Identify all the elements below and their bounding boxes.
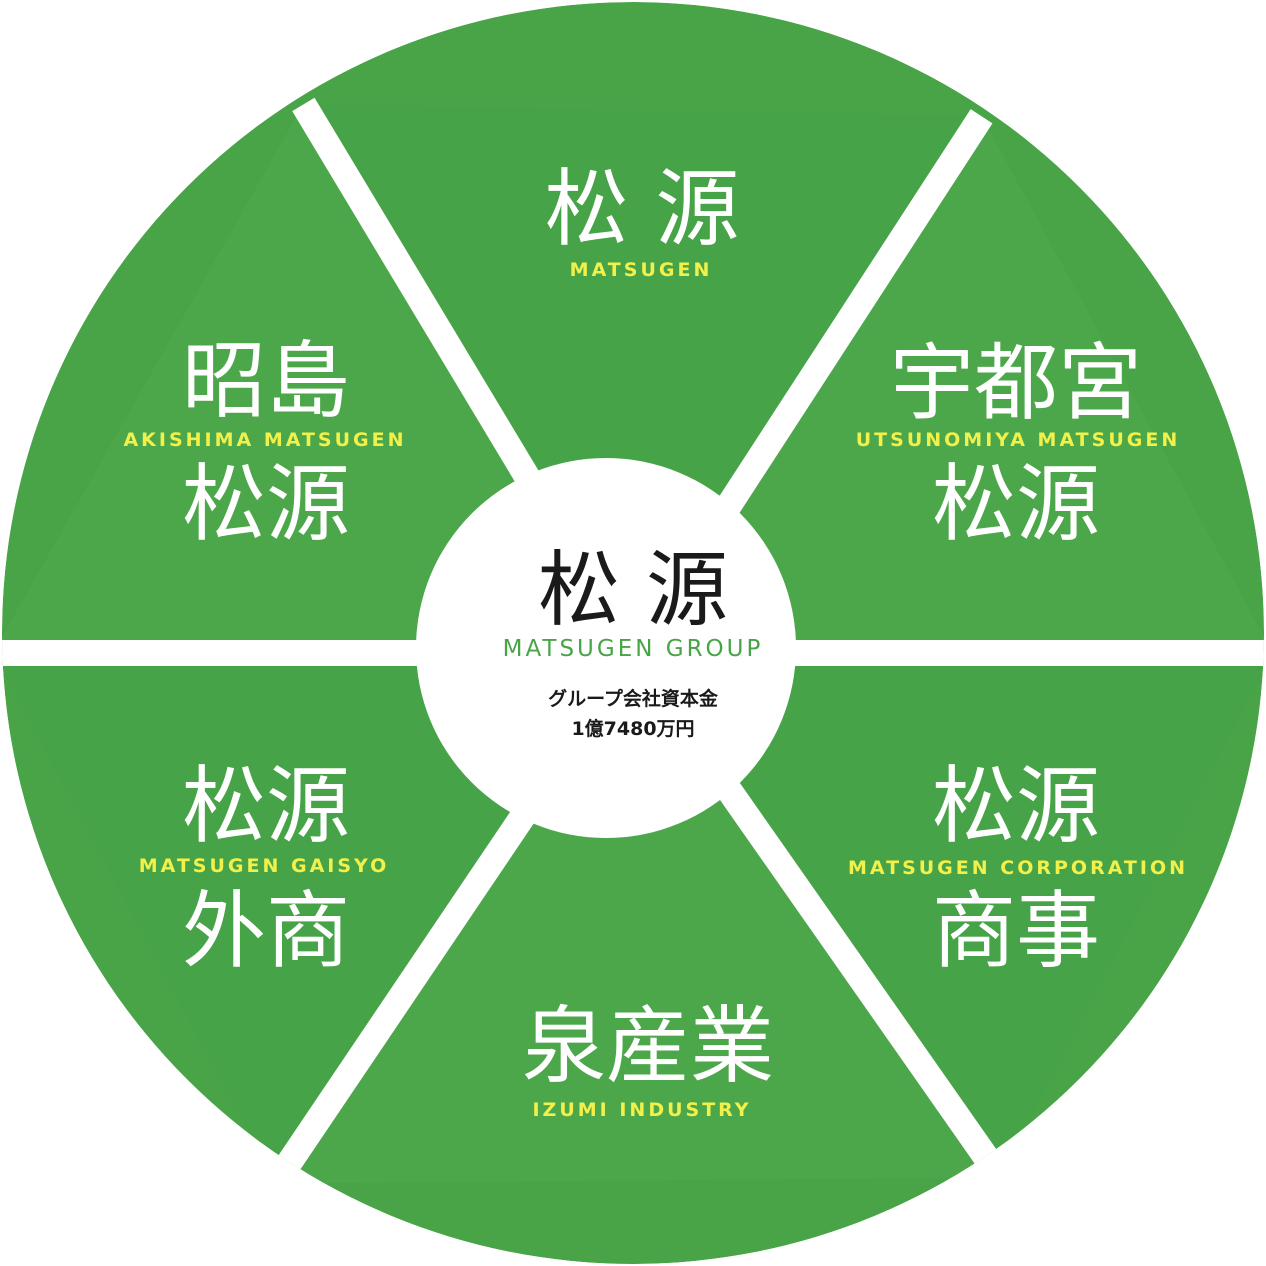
center-hub: 松 源 MATSUGEN GROUP グループ会社資本金 1億7480万円 — [416, 458, 796, 838]
group-capital-label: グループ会社資本金 — [548, 687, 719, 710]
segment-matsugen-gaisyo: 松源 MATSUGEN GAISYO 外商 — [139, 757, 390, 980]
segment-utsunomiya-name-line2: 松源 — [932, 455, 1100, 553]
segment-shade — [633, 653, 1264, 1178]
segment-matsugen: 松 源 MATSUGEN — [545, 160, 740, 281]
segment-corporation-name-en: MATSUGEN CORPORATION — [848, 857, 1188, 879]
center-hub-circle — [416, 458, 796, 838]
center-group-name: 松 源 — [538, 543, 728, 638]
segment-shade — [275, 653, 1001, 1184]
segment-akishima-name-line2: 松源 — [182, 455, 350, 553]
segment-izumi-industry: 泉産業 IZUMI INDUSTRY — [522, 997, 774, 1121]
segment-corporation-name-line1: 松源 — [932, 757, 1100, 855]
segment-gaisyo-name-line2: 外商 — [182, 882, 350, 980]
segment-gaisyo-name-en: MATSUGEN GAISYO — [139, 855, 390, 877]
segment-utsunomiya-matsugen: 宇都宮 UTSUNOMIYA MATSUGEN 松源 — [856, 334, 1180, 553]
segment-akishima-matsugen: 昭島 AKISHIMA MATSUGEN 松源 — [123, 332, 406, 553]
segment-corporation-name-line2: 商事 — [932, 882, 1100, 980]
segment-gaisyo-name-line1: 松源 — [182, 757, 350, 855]
segment-utsunomiya-name-line1: 宇都宮 — [890, 334, 1142, 432]
segment-shade — [2, 653, 633, 1184]
segment-izumi-name: 泉産業 — [522, 997, 774, 1095]
group-capital-value: 1億7480万円 — [571, 717, 694, 740]
segment-matsugen-name-en: MATSUGEN — [570, 259, 713, 281]
segment-shade — [303, 104, 982, 654]
segment-shade — [633, 116, 1264, 653]
segment-matsugen-corporation: 松源 MATSUGEN CORPORATION 商事 — [848, 757, 1188, 980]
segment-izumi-name-en: IZUMI INDUSTRY — [532, 1099, 751, 1121]
segment-akishima-name-line1: 昭島 — [182, 332, 350, 430]
segment-akishima-name-en: AKISHIMA MATSUGEN — [123, 429, 406, 451]
segment-matsugen-name: 松 源 — [545, 160, 740, 258]
segment-utsunomiya-name-en: UTSUNOMIYA MATSUGEN — [856, 429, 1180, 451]
center-group-name-en: MATSUGEN GROUP — [503, 636, 764, 662]
